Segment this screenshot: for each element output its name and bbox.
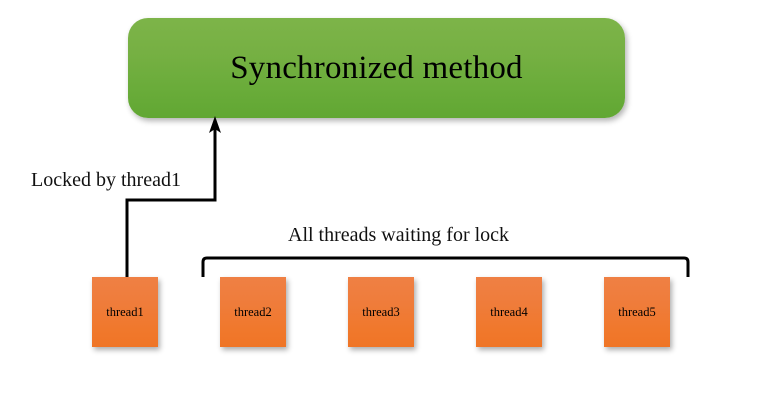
thread-box-label: thread4: [490, 304, 528, 319]
thread-box-label: thread2: [234, 304, 272, 319]
synchronized-method-label: Synchronized method: [230, 49, 523, 86]
thread-box-thread4[interactable]: thread4: [476, 277, 542, 347]
thread-box-label: thread3: [362, 304, 400, 319]
locked-by-arrow-line: [125, 128, 217, 277]
thread-box-thread2[interactable]: thread2: [220, 277, 286, 347]
synchronized-method-box[interactable]: Synchronized method: [128, 18, 625, 118]
waiting-threads-bracket: [201, 256, 690, 277]
all-threads-waiting-for-lock-label: All threads waiting for lock: [288, 224, 510, 246]
thread-box-thread5[interactable]: thread5: [604, 277, 670, 347]
thread-box-label: thread1: [106, 304, 144, 319]
arrowhead-icon: [209, 116, 221, 133]
thread-box-label: thread5: [618, 304, 656, 319]
thread-box-thread1[interactable]: thread1: [92, 277, 158, 347]
thread-box-thread3[interactable]: thread3: [348, 277, 414, 347]
locked-by-thread1-label: Locked by thread1: [31, 169, 181, 191]
